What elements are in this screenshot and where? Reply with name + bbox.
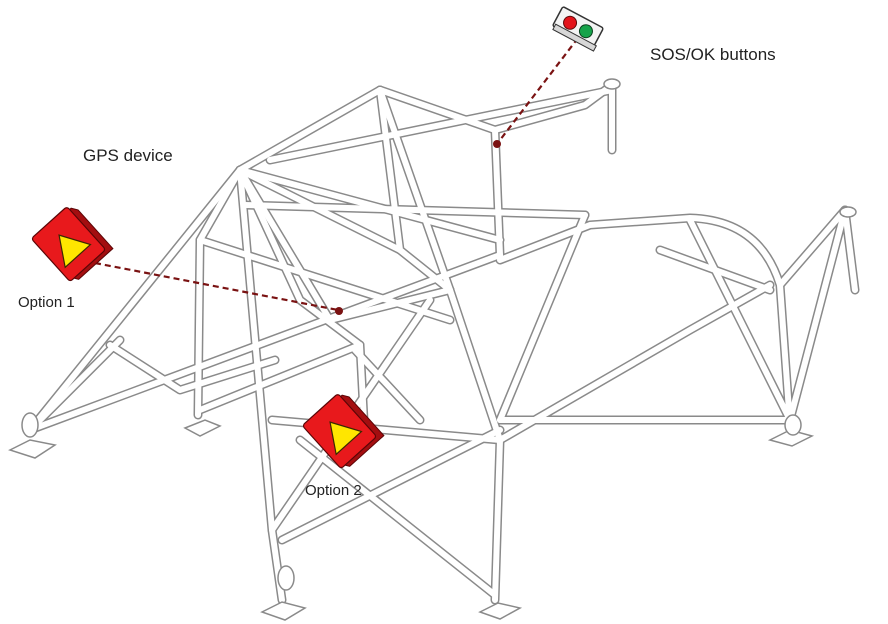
anchor-dot-gps bbox=[335, 307, 343, 315]
leader-line-sos bbox=[496, 37, 579, 145]
option-2-label: Option 2 bbox=[305, 482, 362, 499]
gps-device-label: GPS device bbox=[83, 146, 173, 165]
cage-feet bbox=[8, 78, 857, 621]
sos-ok-button-panel-icon bbox=[552, 6, 604, 52]
sos-ok-buttons-label: SOS/OK buttons bbox=[650, 45, 776, 64]
leader-line-gps bbox=[94, 261, 339, 312]
anchor-dot-sos bbox=[493, 140, 501, 148]
sos-button-icon bbox=[563, 15, 578, 30]
ok-button-icon bbox=[578, 24, 593, 39]
gps-device-icon bbox=[31, 207, 114, 282]
gps-device-icon bbox=[302, 394, 385, 469]
option-1-label: Option 1 bbox=[18, 294, 75, 311]
